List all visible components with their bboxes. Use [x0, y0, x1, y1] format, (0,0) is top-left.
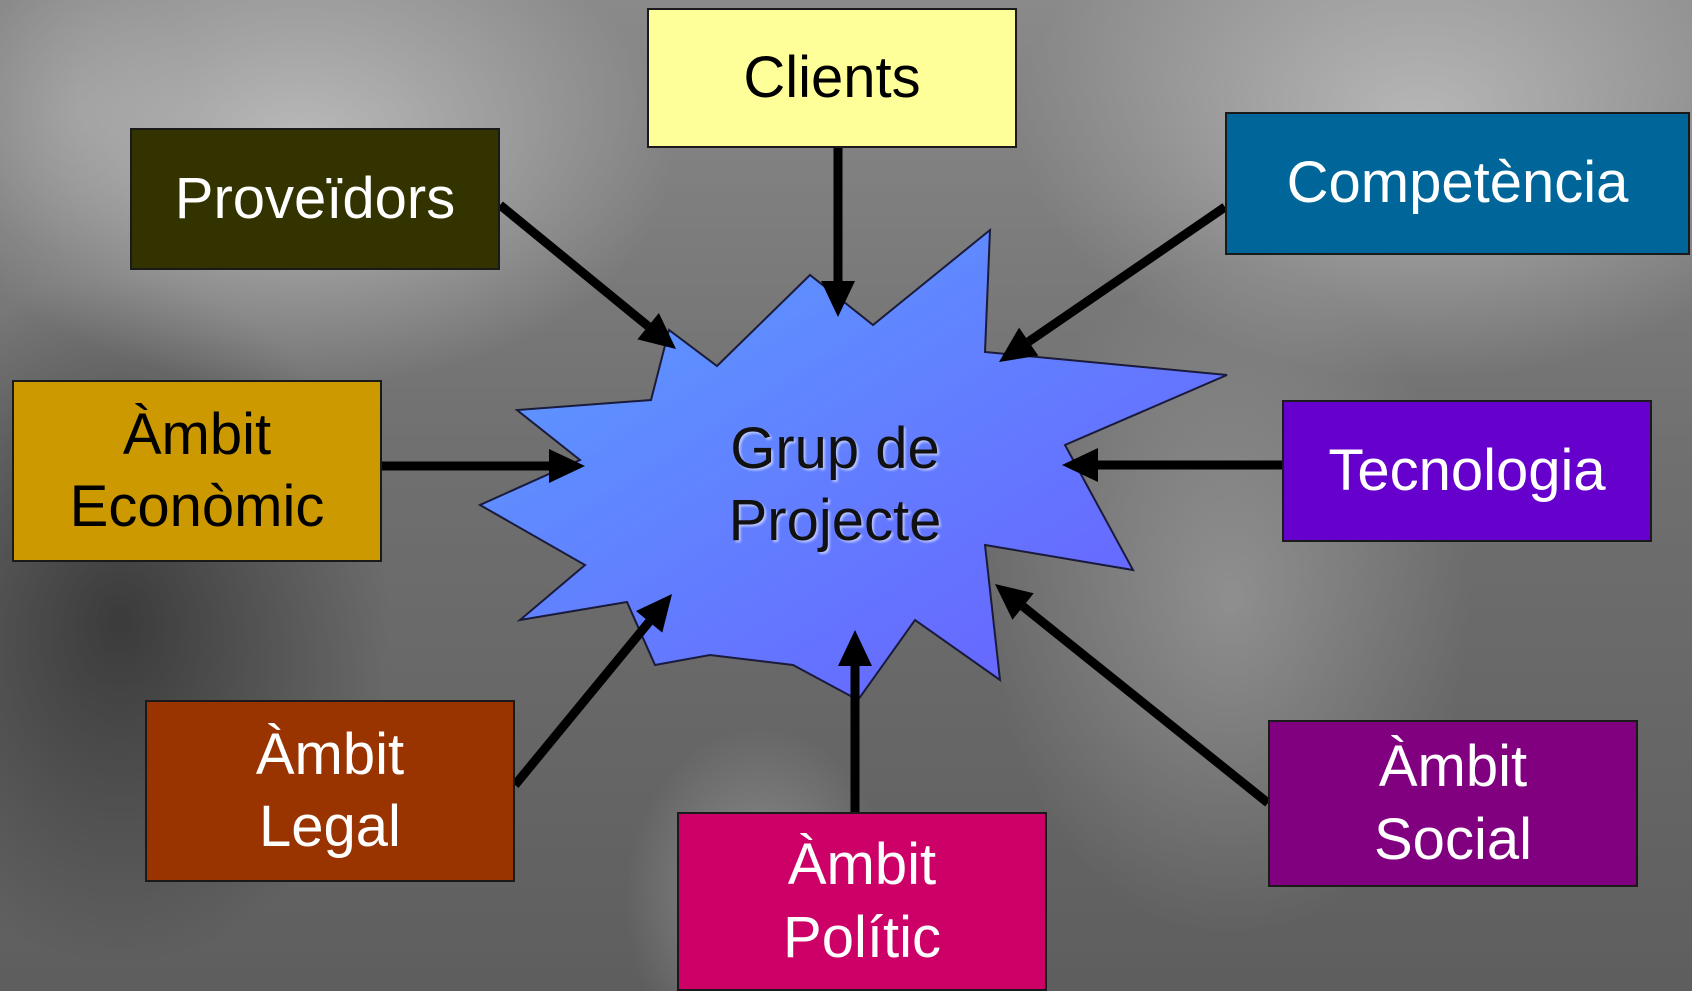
arrowhead-competencia: [999, 327, 1039, 362]
arrowhead-ambit-social: [995, 584, 1034, 620]
factor-box-ambit-economic: Àmbit Econòmic: [12, 380, 382, 562]
factor-label-ambit-politic: Àmbit Polític: [783, 832, 941, 970]
factor-box-ambit-legal: Àmbit Legal: [145, 700, 515, 882]
factor-label-competencia: Competència: [1286, 150, 1629, 216]
arrow-proveidors: [497, 201, 651, 330]
arrow-ambit-legal: [511, 618, 653, 788]
factor-box-proveidors: Proveïdors: [130, 128, 500, 270]
center-label-text: Grup de Projecte: [728, 415, 942, 554]
factor-label-clients: Clients: [743, 44, 921, 110]
factor-box-tecnologia: Tecnologia: [1282, 400, 1652, 542]
factor-box-ambit-social: Àmbit Social: [1268, 720, 1638, 887]
arrowhead-proveidors: [637, 313, 676, 349]
factor-label-ambit-social: Àmbit Social: [1374, 734, 1532, 872]
factor-box-ambit-politic: Àmbit Polític: [677, 812, 1047, 991]
factor-box-clients: Clients: [647, 8, 1017, 148]
arrowhead-ambit-politic: [838, 630, 872, 666]
project-group-burst: [477, 227, 1228, 702]
arrowhead-clients: [821, 281, 855, 317]
factor-label-tecnologia: Tecnologia: [1328, 437, 1606, 503]
arrowhead-ambit-economic: [549, 449, 585, 483]
arrow-ambit-social: [1020, 603, 1271, 807]
factor-label-ambit-economic: Àmbit Econòmic: [69, 401, 325, 540]
arrow-competencia: [1026, 203, 1228, 346]
factor-box-competencia: Competència: [1225, 112, 1690, 255]
factor-label-ambit-legal: Àmbit Legal: [255, 721, 405, 860]
arrowhead-tecnologia: [1062, 448, 1098, 482]
factor-label-proveidors: Proveïdors: [174, 165, 456, 231]
arrowhead-ambit-legal: [636, 594, 672, 633]
center-label: Grup de Projecte: [660, 405, 1010, 565]
